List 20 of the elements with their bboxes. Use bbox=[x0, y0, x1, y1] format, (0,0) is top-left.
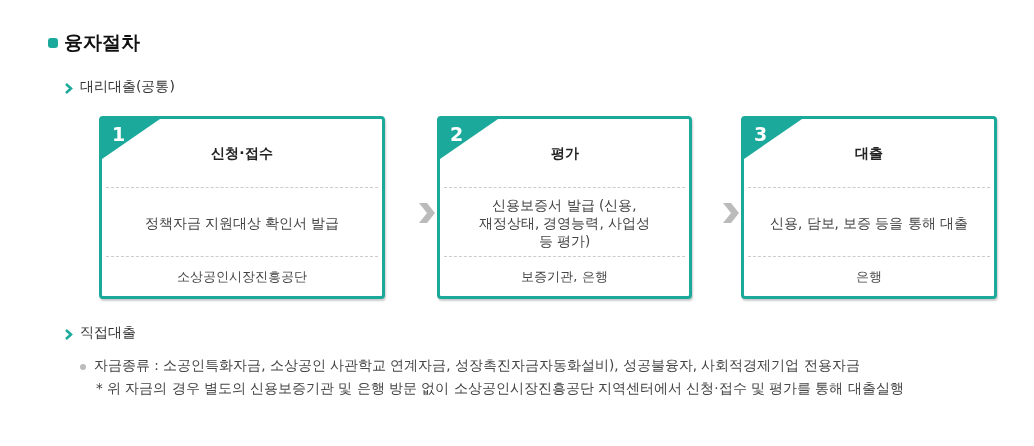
step-agency: 은행 bbox=[856, 267, 882, 286]
step-title: 대출 bbox=[855, 145, 883, 163]
subheading: 직접대출 bbox=[80, 324, 136, 342]
step-title: 신청·접수 bbox=[211, 145, 273, 163]
subheading: 대리대출(공통) bbox=[80, 78, 175, 96]
title: 융자절차 bbox=[64, 30, 140, 55]
step-number: 1 bbox=[112, 123, 126, 145]
step-description: 정책자금 지원대상 확인서 발급 bbox=[144, 214, 340, 232]
step-agency: 보증기관, 은행 bbox=[521, 267, 608, 286]
step-description: 신용, 담보, 보증 등을 통해 대출 bbox=[769, 214, 968, 232]
bullet-text: 자금종류 : 소공인특화자금, 소상공인 사관학교 연계자금, 성장촉진자금자동화설비), 성공불융자, 사회적경제기업 전용자금 bbox=[94, 357, 860, 375]
note-text: * 위 자금의 경우 별도의 신용보증기관 및 은행 방문 없이 소상공인시장진흥공단 지역센터에서 신청·접수 및 평가를 통해 대출실행 bbox=[96, 380, 904, 398]
step-title: 평가 bbox=[550, 145, 579, 163]
step-number: 3 bbox=[754, 123, 768, 145]
step-card bbox=[99, 116, 385, 299]
step-card bbox=[437, 116, 692, 299]
step-description: 신용보증서 발급 (신용, 재정상태, 경영능력, 사업성 등 평가) bbox=[477, 196, 652, 250]
step-card bbox=[741, 116, 997, 299]
step-agency: 소상공인시장진흥공단 bbox=[177, 267, 307, 286]
step-number: 2 bbox=[450, 123, 464, 145]
